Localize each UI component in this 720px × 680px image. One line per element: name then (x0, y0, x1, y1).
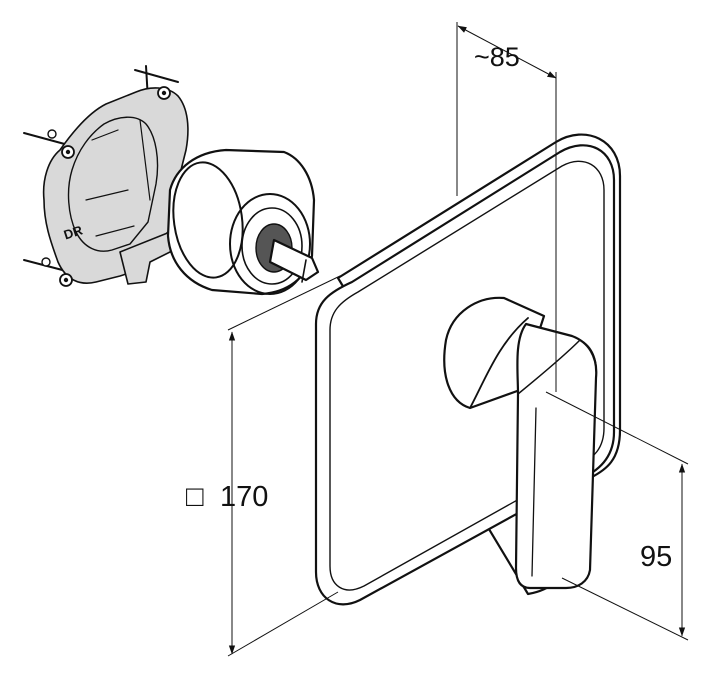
cartridge-face (229, 193, 311, 295)
depth-dimension-line (457, 25, 557, 79)
cartridge-ring (241, 207, 303, 285)
plate-size-symbol: □ (186, 481, 204, 513)
dimension-plate-size: □ 170 (186, 275, 341, 657)
extension-line-lever-bottom (561, 577, 689, 641)
cylinder-rim (172, 161, 244, 279)
lever-top-face (517, 339, 598, 395)
extension-line-plate-bottom (227, 591, 339, 657)
dimension-depth: ~85 (456, 22, 557, 392)
plate-size-value: 170 (220, 481, 268, 513)
spindle (268, 238, 320, 282)
extension-line-plate-top (227, 275, 341, 331)
lever-highlight (531, 407, 537, 577)
spindle-edge (301, 259, 307, 283)
boss-edge (469, 317, 529, 409)
extension-line-lever-top (545, 391, 689, 465)
dimension-lever-height: 95 (545, 391, 689, 641)
lever-height-label: 95 (640, 541, 672, 573)
cover-plate (314, 133, 622, 606)
bolt-heads (41, 86, 171, 287)
housing-inner (67, 116, 159, 252)
housing-marking: DR (62, 222, 85, 242)
housing-rib (85, 119, 151, 237)
rough-in-body: DR (23, 65, 320, 296)
depth-label: ~85 (474, 42, 520, 72)
